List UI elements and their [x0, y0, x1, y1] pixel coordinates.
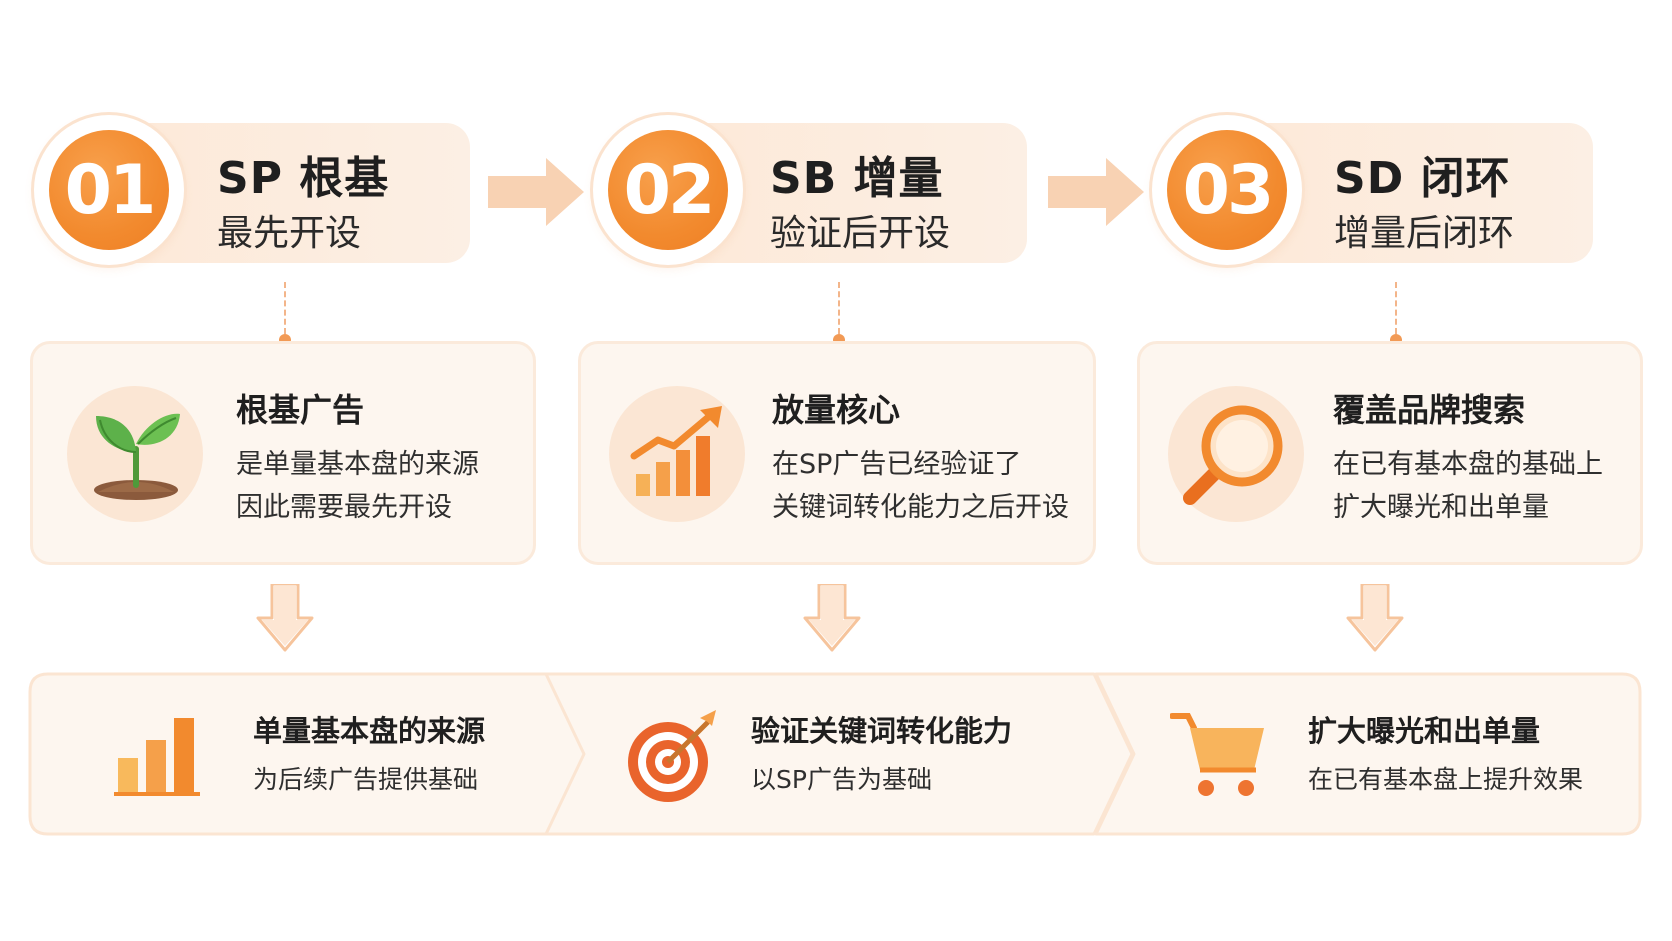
banner-3-subtitle: 在已有基本盘上提升效果	[1308, 765, 1584, 794]
card-1-line-2: 因此需要最先开设	[236, 492, 452, 523]
card-3-title: 覆盖品牌搜索	[1333, 391, 1526, 429]
card-2-line-2: 关键词转化能力之后开设	[772, 492, 1069, 523]
banner-1-title: 单量基本盘的来源	[253, 714, 486, 748]
arrow-right-icon	[1048, 158, 1144, 226]
card-2-title: 放量核心	[772, 391, 901, 429]
connector-line	[838, 282, 840, 334]
banner-2	[544, 672, 1136, 836]
target-icon	[628, 710, 716, 802]
arrow-down-icon	[1346, 584, 1404, 652]
magnifier-icon	[1183, 405, 1283, 505]
connector-line	[1395, 282, 1397, 334]
step-1-subtitle: 最先开设	[217, 213, 362, 254]
arrow-down-icon	[803, 584, 861, 652]
step-1-title: SP 根基	[217, 153, 390, 204]
card-2-line-1: 在SP广告已经验证了	[772, 449, 1022, 480]
step-1-number-badge: 01	[49, 130, 169, 250]
step-2-title: SB 增量	[770, 153, 944, 204]
step-3-title: SD 闭环	[1334, 153, 1511, 204]
seedling-icon	[94, 413, 180, 500]
growth-chart-icon	[630, 406, 722, 496]
banner-1-subtitle: 为后续广告提供基础	[253, 765, 479, 794]
step-2-subtitle: 验证后开设	[770, 213, 951, 254]
step-2-number-badge: 02	[608, 130, 728, 250]
card-3-line-2: 扩大曝光和出单量	[1333, 492, 1549, 523]
cart-icon	[1170, 713, 1264, 796]
card-1-line-1: 是单量基本盘的来源	[236, 449, 479, 480]
arrow-down-icon	[256, 584, 314, 652]
banner-2-title: 验证关键词转化能力	[751, 714, 1013, 748]
connector-line	[284, 282, 286, 334]
banner-1	[28, 672, 588, 836]
bar-chart-icon	[114, 718, 200, 796]
banner-3-title: 扩大曝光和出单量	[1308, 714, 1541, 748]
arrow-right-icon	[488, 158, 584, 226]
banner-2-subtitle: 以SP广告为基础	[751, 765, 932, 794]
card-amplify-core	[578, 341, 1096, 565]
step-3-subtitle: 增量后闭环	[1334, 213, 1515, 254]
card-1-title: 根基广告	[236, 391, 365, 429]
step-3-number-badge: 03	[1167, 130, 1287, 250]
card-3-line-1: 在已有基本盘的基础上	[1333, 449, 1603, 480]
banner-3	[1094, 672, 1644, 836]
